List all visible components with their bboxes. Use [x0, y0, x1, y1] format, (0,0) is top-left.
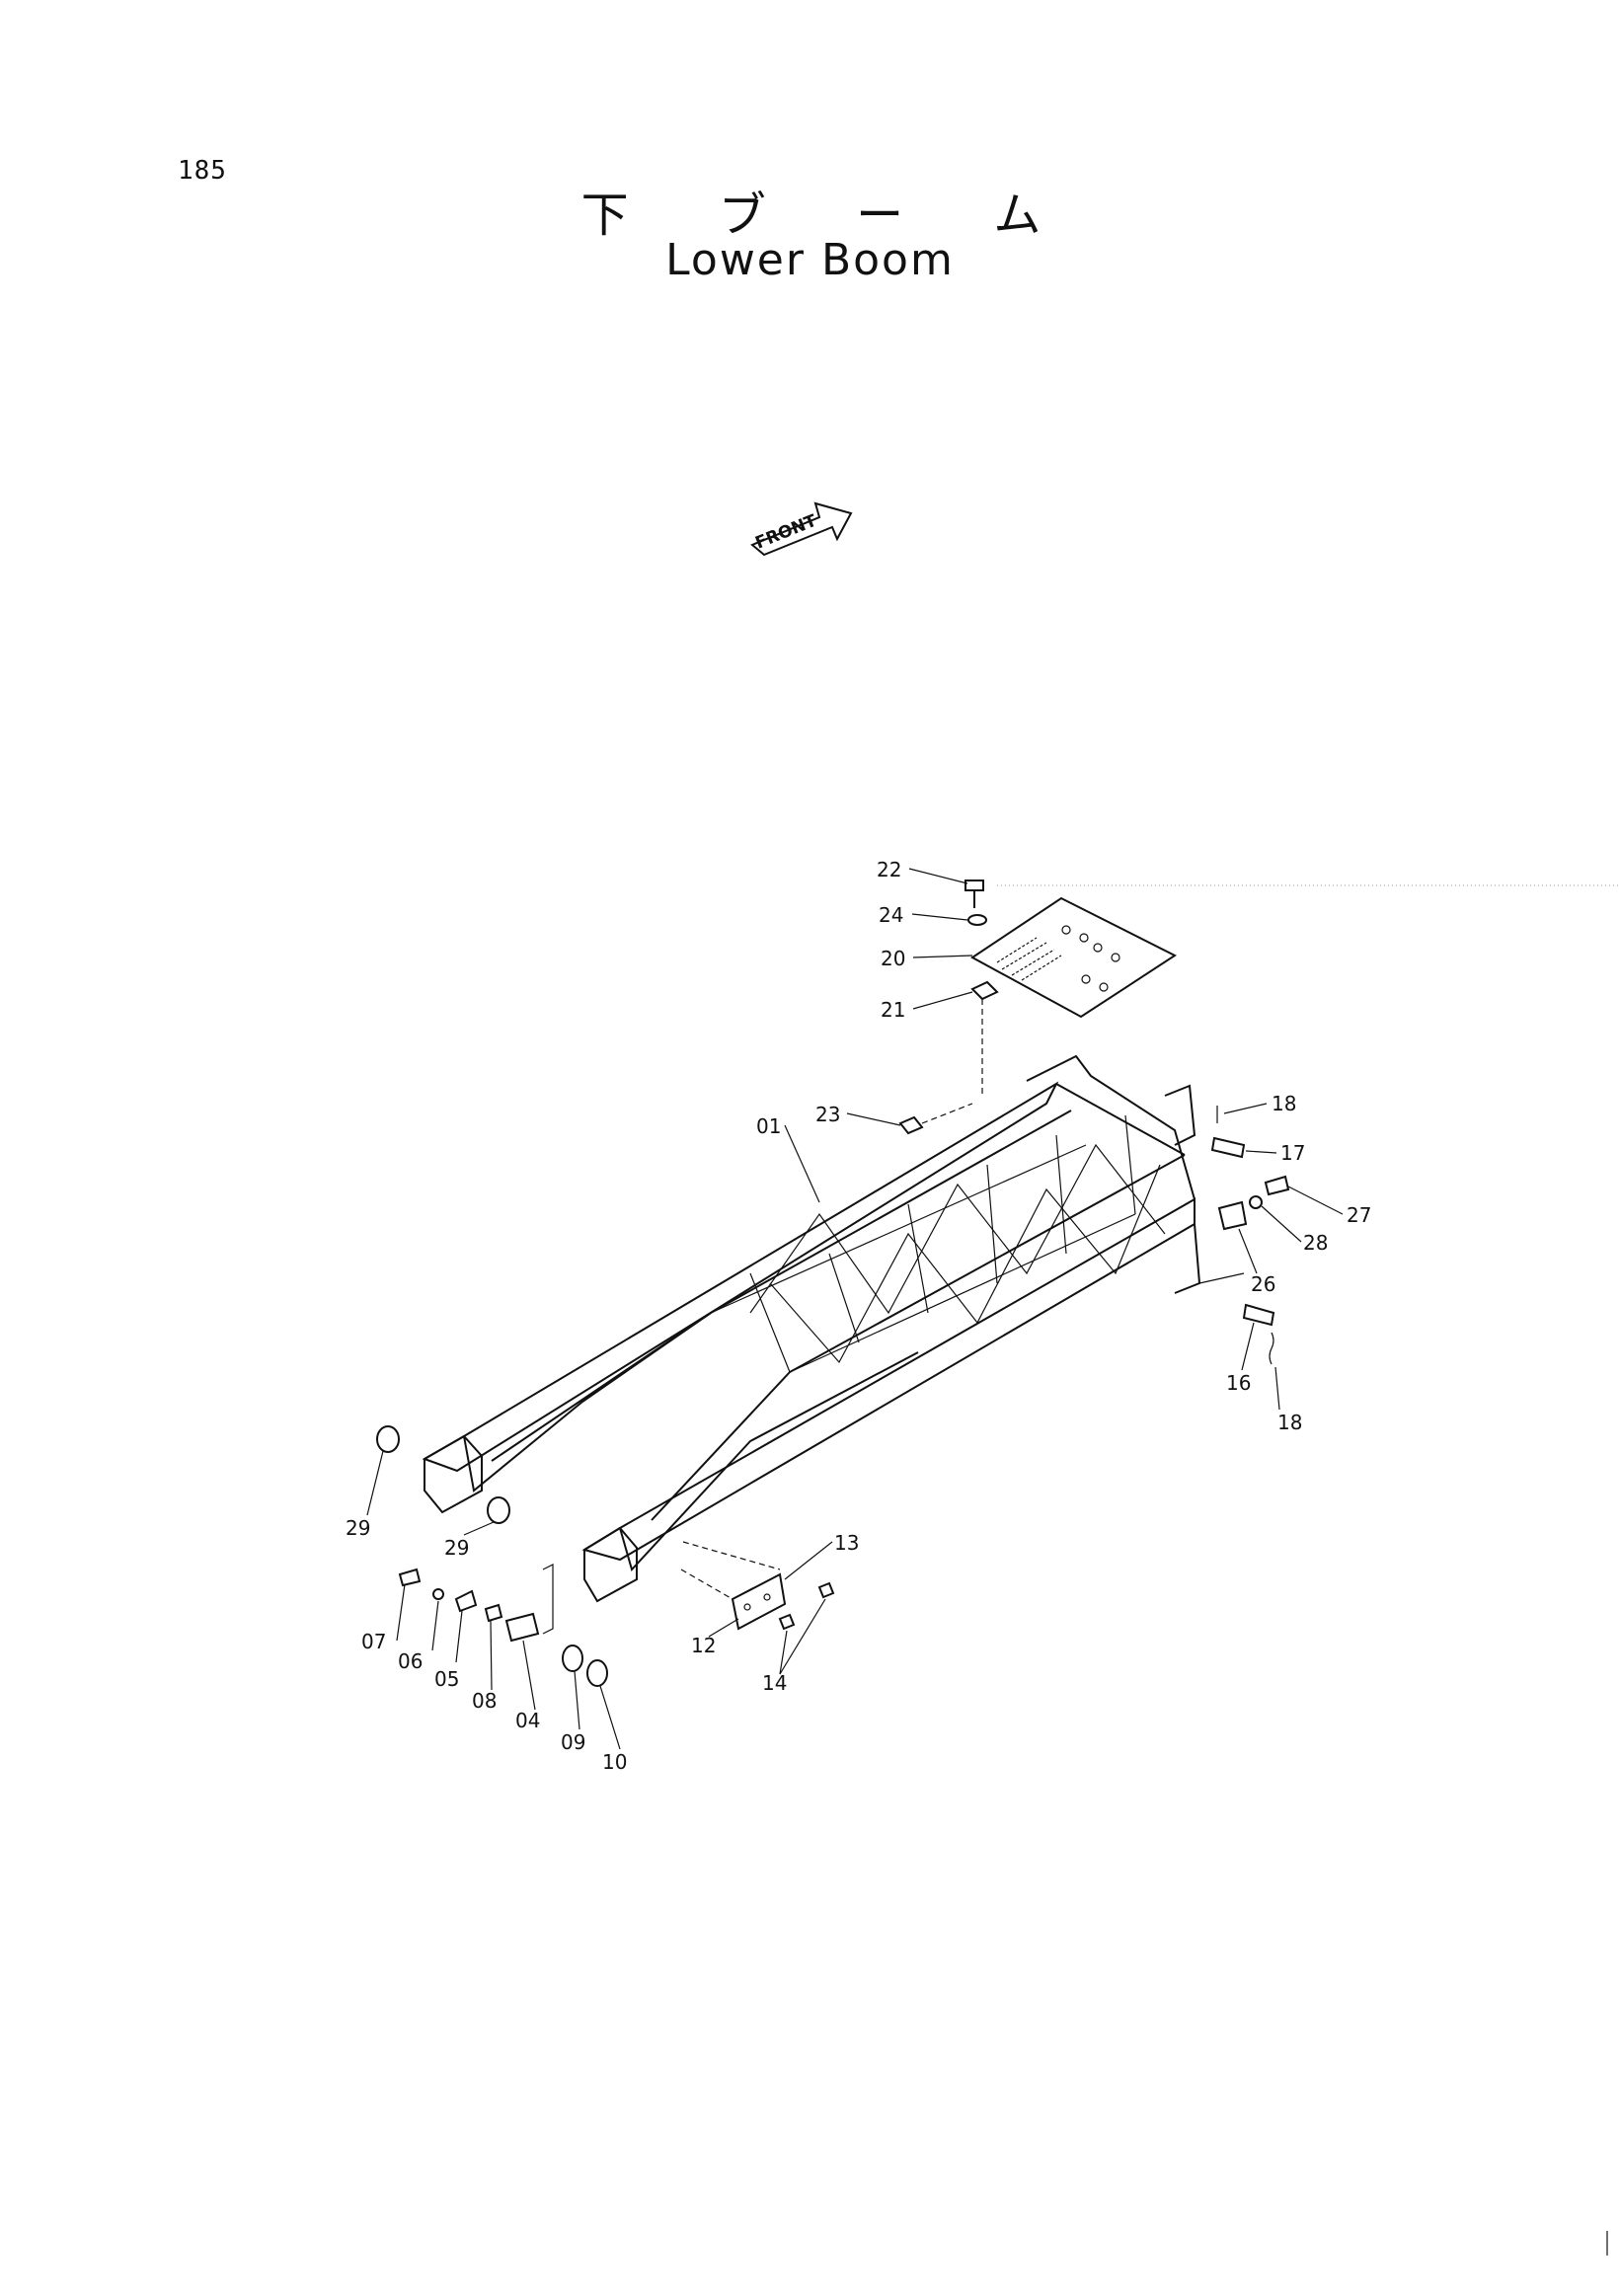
callout-04: 04	[515, 1709, 540, 1732]
callout-29-right: 29	[444, 1536, 469, 1560]
side-plate	[680, 1541, 835, 1631]
callout-23: 23	[815, 1103, 840, 1126]
nut-21	[970, 980, 999, 1001]
plate-12	[731, 1572, 787, 1631]
plate-05	[454, 1589, 478, 1613]
callout-13: 13	[834, 1531, 859, 1555]
bolt-08	[484, 1603, 503, 1623]
washer-06	[432, 1588, 444, 1600]
callout-06: 06	[398, 1649, 423, 1673]
pin-16	[1242, 1303, 1275, 1327]
washer-24	[967, 914, 987, 926]
shim-09	[562, 1645, 583, 1672]
callout-05: 05	[434, 1667, 459, 1691]
bolt-07	[398, 1568, 422, 1587]
front-arrow: FRONT	[750, 501, 853, 557]
callout-17: 17	[1280, 1141, 1305, 1165]
callout-18-top: 18	[1272, 1092, 1296, 1115]
page-number: 185	[178, 156, 227, 186]
title-japanese: 下 ブ ー ム	[580, 188, 1079, 243]
leader-lines	[366, 868, 1344, 1750]
callout-09: 09	[561, 1730, 585, 1754]
clip-18-bottom	[1269, 1332, 1274, 1365]
washer-28	[1249, 1195, 1263, 1209]
callout-29-left: 29	[346, 1516, 370, 1540]
callout-18-bottom: 18	[1277, 1411, 1302, 1434]
pin-04	[504, 1612, 540, 1643]
callout-10: 10	[602, 1750, 627, 1774]
callout-14: 14	[762, 1671, 787, 1695]
bracket-26	[1217, 1200, 1248, 1231]
foot-pin-parts	[376, 1425, 608, 1687]
bolt-27	[1264, 1175, 1290, 1196]
bolt-14a	[778, 1613, 796, 1631]
title-english: Lower Boom	[665, 235, 955, 285]
bolt-22-head	[964, 880, 984, 891]
bushing-29-left	[376, 1425, 400, 1453]
callout-12: 12	[691, 1634, 716, 1657]
callout-01: 01	[756, 1114, 781, 1138]
bolt-14b	[817, 1581, 835, 1599]
pin-17	[1210, 1136, 1246, 1159]
callouts: 22 24 20 21 23 01 18 17 27 28 26 16 18 2…	[346, 858, 1371, 1774]
bushing-29-right	[487, 1496, 510, 1524]
nut-23	[898, 1115, 924, 1135]
callout-16: 16	[1226, 1371, 1251, 1395]
callout-07: 07	[361, 1630, 386, 1653]
plate-fasteners	[898, 880, 999, 1135]
callout-22: 22	[877, 858, 901, 881]
callout-20: 20	[881, 947, 905, 970]
callout-24: 24	[879, 903, 903, 927]
callout-21: 21	[881, 998, 905, 1022]
front-arrow-label: FRONT	[752, 511, 819, 554]
cover-plate	[970, 896, 1178, 1019]
shim-10	[586, 1659, 608, 1687]
callout-27: 27	[1347, 1203, 1371, 1227]
callout-08: 08	[472, 1689, 497, 1713]
head-pins	[1210, 1106, 1290, 1365]
callout-26: 26	[1251, 1272, 1275, 1296]
boom-frame	[422, 1054, 1245, 1603]
callout-28: 28	[1303, 1231, 1328, 1255]
